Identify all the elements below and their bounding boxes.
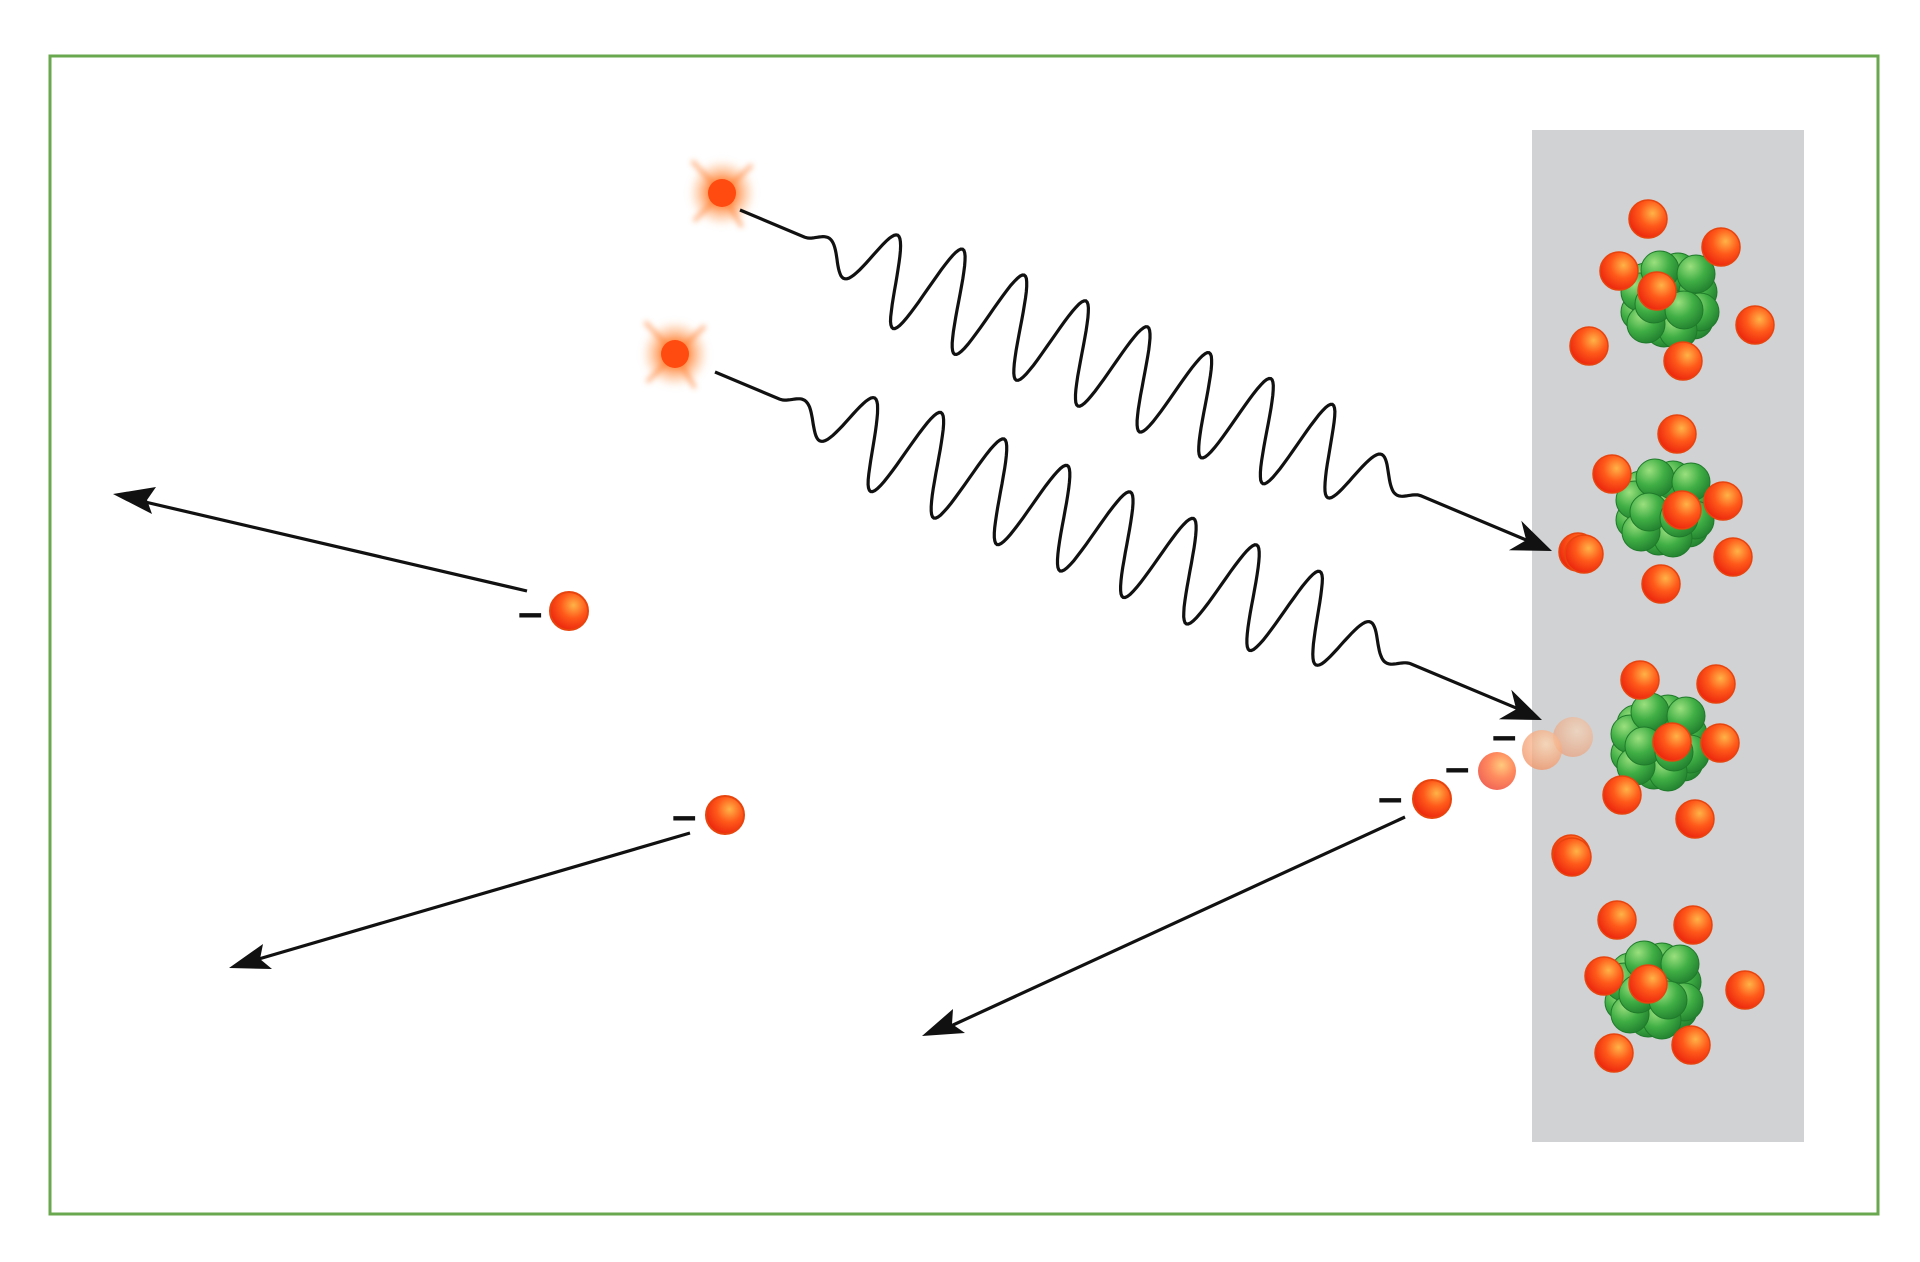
bound-electron xyxy=(1602,775,1642,815)
bound-electron xyxy=(1599,251,1639,291)
bound-electron xyxy=(1700,723,1740,763)
free-electron xyxy=(1552,837,1592,877)
photon-2 xyxy=(641,320,1542,720)
bound-electron xyxy=(1701,227,1741,267)
bound-electron xyxy=(1620,660,1660,700)
photon-source-2 xyxy=(641,320,709,390)
photon-1 xyxy=(688,159,1552,551)
bound-electron xyxy=(1594,1033,1634,1073)
struck-electron xyxy=(1564,534,1604,574)
arrowhead-icon xyxy=(229,944,272,969)
bound-electron xyxy=(1696,664,1736,704)
bound-electron xyxy=(1628,199,1668,239)
atom-1 xyxy=(1569,199,1775,381)
photon-source-1 xyxy=(688,159,756,229)
atom-4 xyxy=(1584,900,1765,1073)
bound-electron xyxy=(1584,956,1624,996)
ejected-electron-3: – xyxy=(922,773,1452,1036)
bound-electron xyxy=(1662,490,1702,530)
bound-electron xyxy=(1569,326,1609,366)
bound-electron xyxy=(1628,964,1668,1004)
bound-electron xyxy=(1663,341,1703,381)
bound-electron xyxy=(1652,722,1692,762)
bound-electron xyxy=(1703,481,1743,521)
trail-charge-1: – xyxy=(1492,711,1516,760)
bound-electron xyxy=(1673,905,1713,945)
photon-arrowhead-2 xyxy=(1498,689,1542,720)
electron-charge-3: – xyxy=(1378,773,1402,822)
photon-wave-2 xyxy=(714,370,1518,710)
photon-wave-1 xyxy=(739,208,1528,542)
bound-electron xyxy=(1675,799,1715,839)
electron-ejection-trail: – – xyxy=(1445,711,1593,792)
ejected-electron-1: – xyxy=(113,487,589,637)
electron-charge-2: – xyxy=(672,791,696,840)
bound-electron xyxy=(1735,305,1775,345)
trail-charge-2: – xyxy=(1445,743,1469,792)
bound-electron xyxy=(1725,970,1765,1010)
bound-electron xyxy=(1597,900,1637,940)
bound-electron xyxy=(1641,564,1681,604)
atoms-group xyxy=(1551,199,1775,1073)
electron-charge-1: – xyxy=(518,588,542,637)
bound-electron xyxy=(1592,454,1632,494)
photon-arrowhead-1 xyxy=(1508,520,1552,551)
bound-electron xyxy=(1671,1025,1711,1065)
arrowhead-icon xyxy=(113,487,156,514)
bound-electron xyxy=(1657,414,1697,454)
bound-electron xyxy=(1713,537,1753,577)
bound-electron xyxy=(1637,271,1677,311)
arrowhead-icon xyxy=(922,1009,965,1036)
ejected-electron-2: – xyxy=(229,791,745,969)
atom-3 xyxy=(1551,660,1740,874)
